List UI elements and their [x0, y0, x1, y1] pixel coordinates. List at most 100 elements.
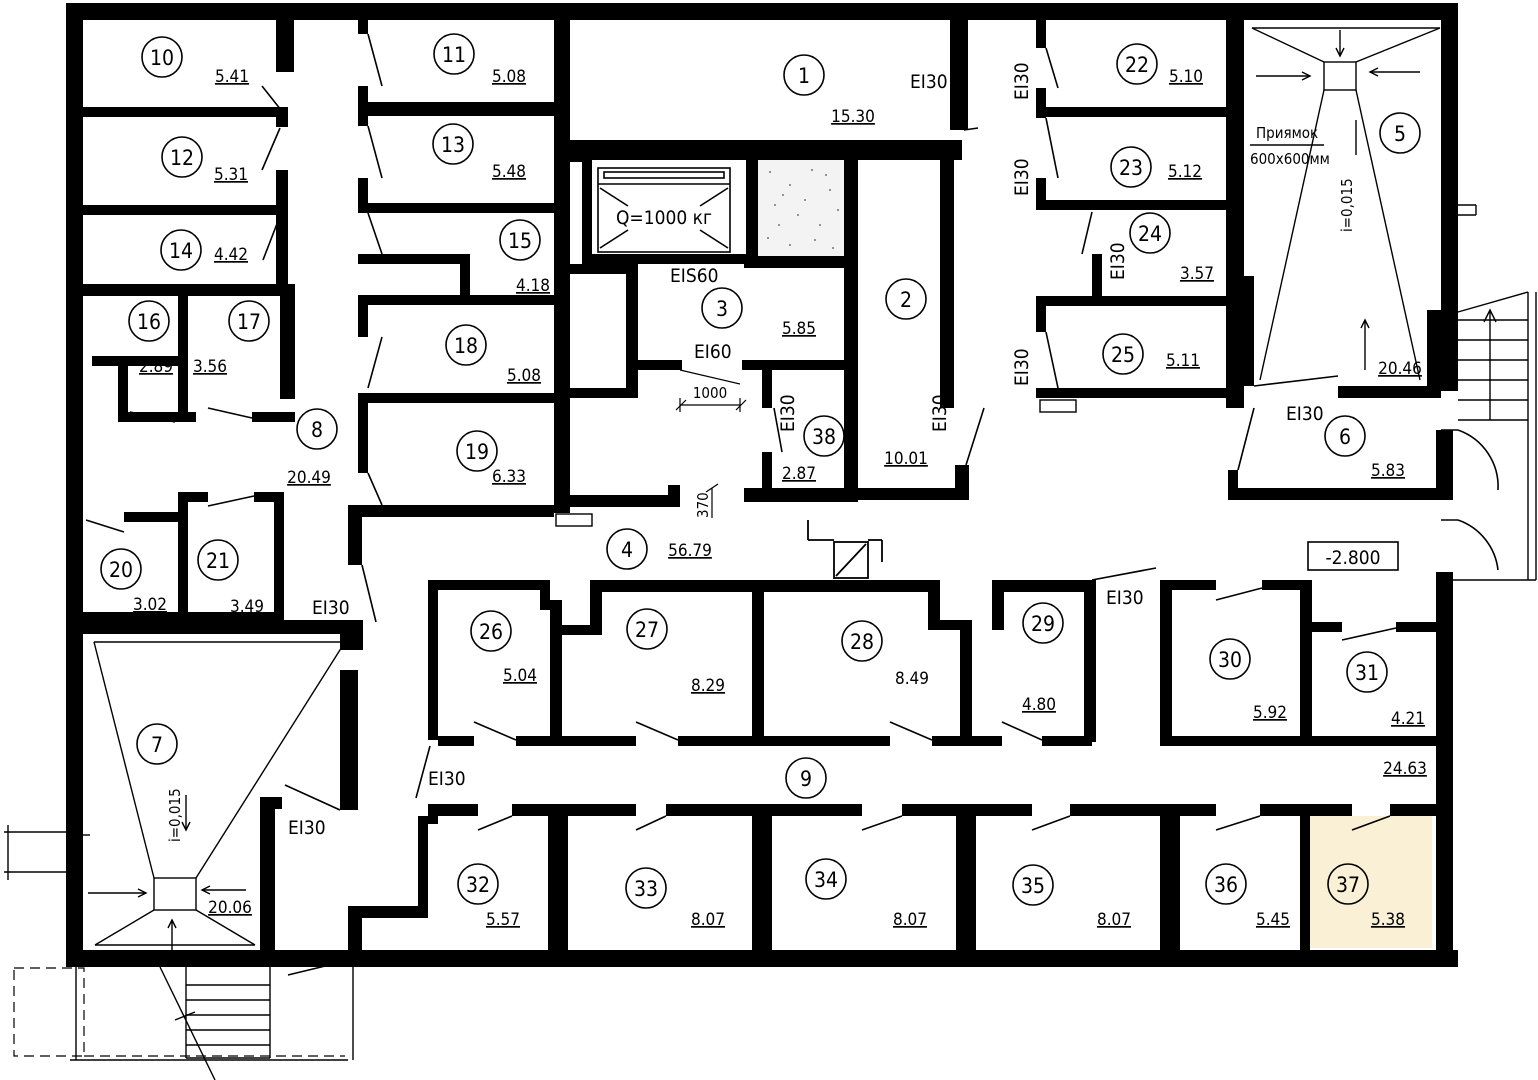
porch-dashed — [13, 967, 345, 1057]
room-8-area: 20.49 — [287, 468, 331, 488]
room-5-circle — [1379, 112, 1421, 154]
room-4-area: 56.79 — [668, 541, 712, 561]
room-6-circle — [1324, 415, 1366, 457]
vent-shaft — [807, 520, 883, 579]
room-15-number: 15 — [508, 229, 532, 253]
room-27-number: 27 — [635, 618, 659, 642]
room-15-circle — [499, 219, 541, 261]
fire-rating-5: EI30 — [1011, 348, 1033, 386]
room-26-circle — [470, 610, 512, 652]
room-1-area: 15.30 — [831, 107, 875, 127]
pit-title: Приямок — [1256, 124, 1318, 142]
room-25-area: 5.11 — [1166, 351, 1200, 371]
room-32-number: 32 — [466, 873, 490, 897]
room-34-area: 8.07 — [893, 910, 927, 930]
room-25-number: 25 — [1111, 343, 1135, 367]
room-2-circle — [885, 278, 927, 320]
fire-rating-6: EI30 — [929, 394, 951, 432]
room-26-number: 26 — [479, 620, 503, 644]
room-24-number: 24 — [1138, 222, 1162, 246]
room-35-number: 35 — [1021, 874, 1045, 898]
room-22-number: 22 — [1125, 53, 1149, 77]
room-32-area: 5.57 — [486, 910, 520, 930]
room-15-area: 4.18 — [516, 276, 550, 296]
room-34-circle — [805, 858, 847, 900]
room-10-circle — [141, 36, 183, 78]
room-11-area: 5.08 — [492, 67, 526, 87]
room-6-area: 5.83 — [1371, 461, 1405, 481]
room-31-number: 31 — [1355, 661, 1379, 685]
room-33-area: 8.07 — [691, 910, 725, 930]
room-20-number: 20 — [109, 558, 133, 582]
room-35-area: 8.07 — [1097, 910, 1131, 930]
room-31-circle — [1346, 651, 1388, 693]
fire-rating-8: EI30 — [1286, 403, 1324, 425]
level-mark: -2.800 — [1325, 547, 1380, 569]
room-13-area: 5.48 — [492, 162, 526, 182]
pit-room5 — [1250, 27, 1477, 381]
room-3-area: 5.85 — [782, 319, 816, 339]
room-24-area: 3.57 — [1180, 264, 1214, 284]
room-16-circle — [128, 300, 170, 342]
room-9-circle — [785, 757, 827, 799]
room-7-area: 20.06 — [208, 898, 252, 918]
room-24-circle — [1129, 212, 1171, 254]
fire-rating-4: EI30 — [1107, 242, 1129, 280]
room-23-circle — [1110, 146, 1152, 188]
room-18-circle — [445, 324, 487, 366]
fire-rating-eis60: EIS60 — [670, 265, 718, 287]
room-27-area: 8.29 — [691, 676, 725, 696]
room-38-number: 38 — [812, 425, 836, 449]
room-22-circle — [1116, 43, 1158, 85]
dimension-lines — [675, 369, 747, 518]
room-37-area: 5.38 — [1371, 910, 1405, 930]
room-28-area: 8.49 — [895, 669, 929, 689]
room-35-circle — [1012, 864, 1054, 906]
room-3-number: 3 — [716, 297, 728, 321]
fire-rating-3: EI30 — [1011, 158, 1033, 196]
room-7-circle — [136, 723, 178, 765]
room-22-area: 5.10 — [1169, 67, 1203, 87]
room-33-circle — [625, 867, 667, 909]
room-6-number: 6 — [1339, 425, 1351, 449]
room-19-number: 19 — [465, 440, 489, 464]
room-29-area: 4.80 — [1022, 695, 1056, 715]
room-9-number: 9 — [800, 767, 812, 791]
room-7-number: 7 — [151, 733, 163, 757]
room-16-number: 16 — [137, 310, 161, 334]
room-12-area: 5.31 — [214, 165, 248, 185]
room-21-number: 21 — [206, 549, 230, 573]
room-19-area: 6.33 — [492, 467, 526, 487]
room-19-circle — [456, 430, 498, 472]
room-17-number: 17 — [237, 310, 261, 334]
dimension-1000: 1000 — [693, 384, 727, 402]
room-23-area: 5.12 — [1168, 162, 1202, 182]
room-12-number: 12 — [170, 146, 194, 170]
hydrant-box-1 — [555, 399, 1077, 527]
room-29-number: 29 — [1031, 612, 1055, 636]
room-38-area: 2.87 — [782, 464, 816, 484]
room-1-circle — [783, 54, 825, 96]
lift-capacity: Q=1000 кг — [616, 207, 712, 229]
room-3-circle — [701, 287, 743, 329]
room-17-area: 3.56 — [193, 357, 227, 377]
room-2-area: 10.01 — [884, 449, 928, 469]
fire-rating-11: EI30 — [428, 768, 466, 790]
lift-shaft-fill — [758, 160, 844, 256]
stair-bottom — [4, 825, 354, 1080]
room-1-number: 1 — [798, 64, 810, 88]
room-5-area: 20.46 — [1378, 359, 1422, 379]
room-36-number: 36 — [1214, 873, 1238, 897]
fire-rating-2: EI30 — [1011, 62, 1033, 100]
room-8-number: 8 — [311, 418, 323, 442]
room-14-number: 14 — [169, 239, 193, 263]
room-4-number: 4 — [621, 538, 633, 562]
room-31-area: 4.21 — [1391, 709, 1425, 729]
fire-ratings: EI30 EI30 EI30 EI30 EI30 EI30 EI30 EI30 … — [288, 62, 1324, 839]
room-28-circle — [841, 620, 883, 662]
room-8-circle — [296, 408, 338, 450]
room-26-area: 5.04 — [503, 666, 537, 686]
room-25-circle — [1102, 333, 1144, 375]
room-11-circle — [433, 33, 475, 75]
